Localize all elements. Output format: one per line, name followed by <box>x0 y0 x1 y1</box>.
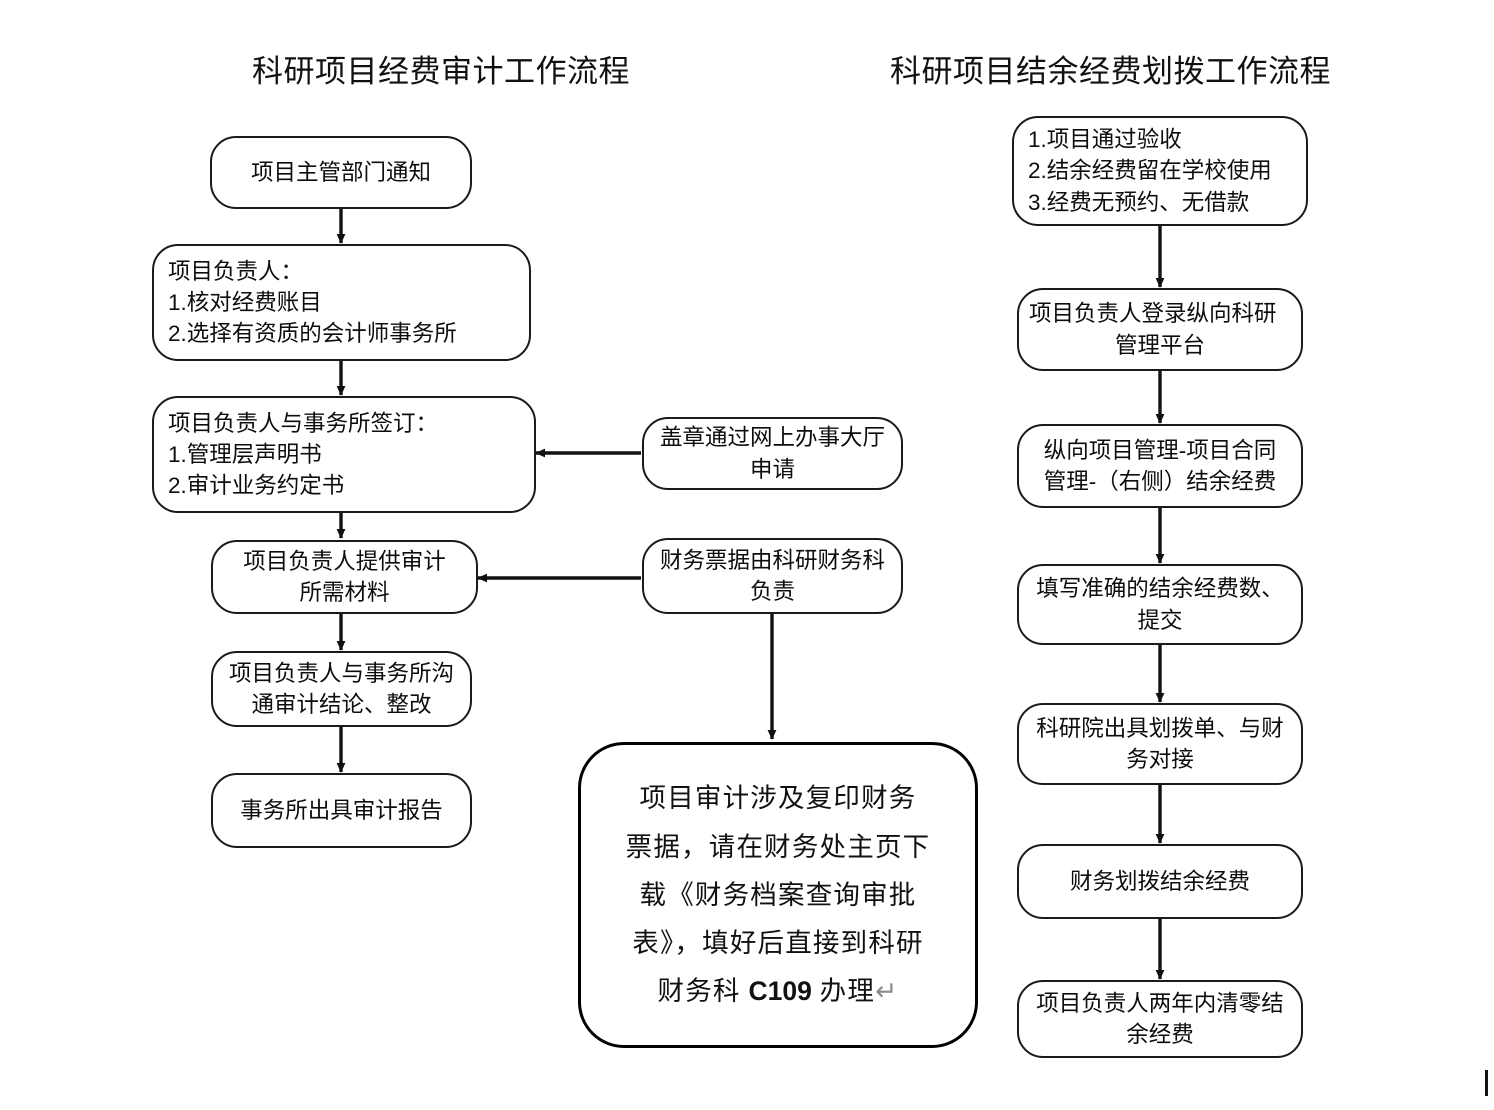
node-line: 负责 <box>749 579 795 604</box>
node-left-4[interactable]: 项目负责人提供审计 所需材料 <box>211 540 478 614</box>
node-left-3[interactable]: 项目负责人与事务所签订： 1.管理层声明书 2.审计业务约定书 <box>152 396 536 513</box>
node-line: 2.审计业务约定书 <box>168 473 345 499</box>
right-flow-title: 科研项目结余经费划拨工作流程 <box>890 54 1331 89</box>
note-line: 票据，请在财务处主页下 <box>625 831 931 862</box>
node-left-2[interactable]: 项目负责人： 1.核对经费账目 2.选择有资质的会计师事务所 <box>152 244 531 361</box>
note-line: 载《财务档案查询审批 <box>639 879 917 910</box>
node-right-2[interactable]: 项目负责人登录纵向科研 管理平台 <box>1017 288 1303 371</box>
node-line: 项目负责人与事务所签订： <box>168 410 439 436</box>
node-line: 项目负责人登录纵向科研 <box>1029 301 1277 327</box>
node-side-stamp-application[interactable]: 盖章通过网上办事大厅 申请 <box>642 417 903 490</box>
node-line: 事务所出具审计报告 <box>240 797 443 823</box>
node-line: 1.管理层声明书 <box>168 441 322 467</box>
note-box-copy-instructions[interactable]: 项目审计涉及复印财务 票据，请在财务处主页下 载《财务档案查询审批 表》，填好后… <box>578 742 978 1048</box>
node-line: 所需材料 <box>299 580 390 605</box>
node-line: 2.结余经费留在学校使用 <box>1028 158 1272 184</box>
node-right-3[interactable]: 纵向项目管理-项目合同 管理-（右侧）结余经费 <box>1017 424 1303 508</box>
node-line: 项目负责人两年内清零结 <box>1036 990 1284 1016</box>
node-line: 1.核对经费账目 <box>168 289 322 315</box>
left-flow-title: 科研项目经费审计工作流程 <box>252 54 630 89</box>
node-line: 财务划拨结余经费 <box>1069 868 1250 894</box>
node-line: 务对接 <box>1126 747 1194 772</box>
note-line: 项目审计涉及复印财务 <box>639 783 917 814</box>
node-left-6[interactable]: 事务所出具审计报告 <box>211 773 472 848</box>
node-line: 填写准确的结余经费数、 <box>1036 576 1284 602</box>
node-left-5[interactable]: 项目负责人与事务所沟 通审计结论、整改 <box>211 651 472 727</box>
node-line: 科研院出具划拨单、与财 <box>1036 715 1284 741</box>
node-line: 财务票据由科研财务科 <box>659 547 885 573</box>
note-last-suffix: 办理 <box>811 976 876 1007</box>
node-line: 项目负责人： <box>168 258 304 284</box>
node-right-5[interactable]: 科研院出具划拨单、与财 务对接 <box>1017 703 1303 785</box>
node-right-4[interactable]: 填写准确的结余经费数、 提交 <box>1017 564 1303 645</box>
node-line: 提交 <box>1137 607 1183 633</box>
node-line: 申请 <box>749 456 795 482</box>
node-right-6[interactable]: 财务划拨结余经费 <box>1017 844 1303 919</box>
node-right-7[interactable]: 项目负责人两年内清零结 余经费 <box>1017 980 1303 1058</box>
node-line: 管理-（右侧）结余经费 <box>1043 469 1277 494</box>
note-line-last: 财务科 C109 办理↵ <box>658 967 899 1015</box>
node-line: 项目负责人提供审计 <box>243 548 446 574</box>
node-line: 余经费 <box>1126 1022 1194 1047</box>
node-line: 项目负责人与事务所沟 <box>228 660 454 686</box>
node-left-1[interactable]: 项目主管部门通知 <box>210 136 472 209</box>
note-last-prefix: 财务科 <box>657 976 749 1007</box>
node-line: 纵向项目管理-项目合同 <box>1043 437 1277 463</box>
node-line: 1.项目通过验收 <box>1028 127 1182 153</box>
room-code: C109 <box>748 976 812 1007</box>
node-right-1[interactable]: 1.项目通过验收 2.结余经费留在学校使用 3.经费无预约、无借款 <box>1012 116 1308 226</box>
node-line: 项目主管部门通知 <box>250 159 431 185</box>
node-line: 2.选择有资质的会计师事务所 <box>168 321 457 347</box>
node-side-finance-receipts[interactable]: 财务票据由科研财务科 负责 <box>642 538 903 614</box>
node-line: 3.经费无预约、无借款 <box>1028 189 1250 215</box>
page-edge-mark <box>1485 1070 1488 1096</box>
paragraph-mark-icon: ↵ <box>875 976 899 1007</box>
note-line: 表》，填好后直接到科研 <box>632 928 924 959</box>
node-line: 通审计结论、整改 <box>251 692 432 717</box>
node-line: 盖章通过网上办事大厅 <box>659 425 885 451</box>
node-line: 管理平台 <box>1114 332 1205 358</box>
